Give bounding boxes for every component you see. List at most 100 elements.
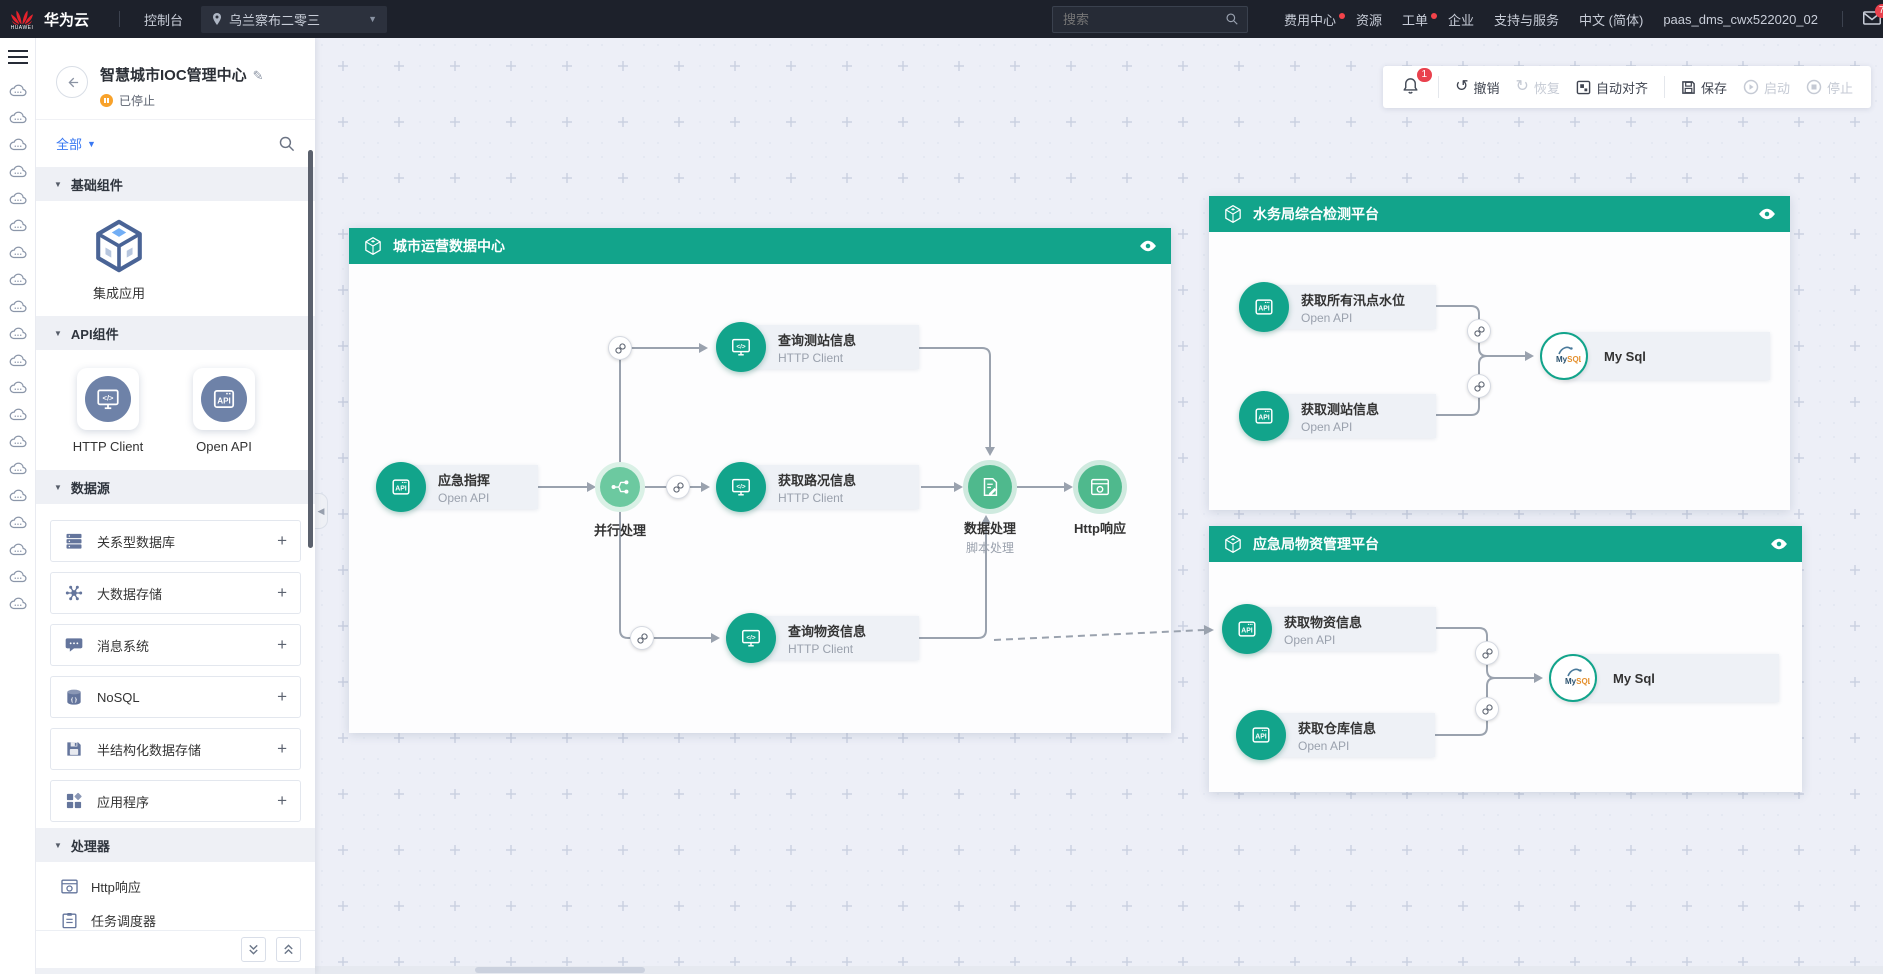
menu-resources[interactable]: 资源 <box>1355 12 1382 28</box>
nav-icon-13[interactable] <box>8 406 28 422</box>
menu-support[interactable]: 支持与服务 <box>1494 12 1560 28</box>
nav-icon-20[interactable] <box>8 595 28 611</box>
nav-icon-15[interactable] <box>8 460 28 476</box>
filter-all-dropdown[interactable]: 全部 <box>56 137 83 152</box>
scroll-palette-down-button[interactable] <box>241 937 266 962</box>
edge-link-icon[interactable] <box>1467 374 1491 398</box>
datasource-nosql[interactable]: { } NoSQL+ <box>50 676 301 718</box>
scroll-palette-up-button[interactable] <box>276 937 301 962</box>
add-icon[interactable]: + <box>277 687 287 706</box>
edge-link-icon[interactable] <box>666 475 690 499</box>
add-icon[interactable]: + <box>277 791 287 810</box>
panel-scrollbar[interactable] <box>308 150 313 548</box>
nav-icon-6[interactable] <box>8 217 28 233</box>
panel-search-button[interactable] <box>278 135 295 152</box>
nav-icon-7[interactable] <box>8 244 28 260</box>
undo-button[interactable]: ↺撤销 <box>1455 78 1500 96</box>
palette-item-integration-app[interactable]: 集成应用 <box>64 217 174 302</box>
region-selector[interactable]: 乌兰察布二零三 ▼ <box>201 5 388 33</box>
redo-button[interactable]: ↻恢复 <box>1515 78 1560 96</box>
datasource-message-system[interactable]: 消息系统+ <box>50 624 301 666</box>
nav-icon-3[interactable] <box>8 136 28 152</box>
edit-title-icon[interactable]: ✎ <box>252 68 264 83</box>
datasource-bigdata[interactable]: 大数据存储+ <box>50 572 301 614</box>
node-mysql[interactable]: My Sql MySQL <box>1540 332 1770 380</box>
node-data-process-script[interactable]: 数据处理脚本处理 <box>964 465 1016 555</box>
section-api-components[interactable]: ▼API组件 <box>36 316 315 350</box>
node-mysql[interactable]: My Sql MySQL <box>1549 654 1779 702</box>
edge-link-icon[interactable] <box>1475 697 1499 721</box>
datasource-relational-db[interactable]: 关系型数据库+ <box>50 520 301 562</box>
nav-icon-5[interactable] <box>8 190 28 206</box>
nav-icon-10[interactable] <box>8 325 28 341</box>
edge-link-icon[interactable] <box>630 626 654 650</box>
add-icon[interactable]: + <box>277 583 287 602</box>
flow-group-city-data-center[interactable]: 城市运营数据中心 <box>349 228 1171 733</box>
node-parallel-process[interactable]: 并行处理 <box>594 467 646 538</box>
palette-item-open-api[interactable]: API Open API <box>178 368 270 454</box>
menu-tickets[interactable]: 工单 <box>1392 10 1438 29</box>
flow-canvas[interactable]: ◀ 1 ↺撤销 ↻恢复 自动对齐 保存 启动 停止 城市运营数据中心 <box>315 38 1883 974</box>
nav-icon-1[interactable] <box>8 82 28 98</box>
section-processors[interactable]: ▼处理器 <box>36 828 315 862</box>
start-button[interactable]: 启动 <box>1743 78 1790 97</box>
global-search[interactable] <box>1051 5 1248 33</box>
add-icon[interactable]: + <box>277 635 287 654</box>
menu-enterprise[interactable]: 企业 <box>1448 12 1475 28</box>
edge-link-icon[interactable] <box>1467 319 1491 343</box>
processor-task-scheduler[interactable]: 任务调度器 <box>60 911 315 930</box>
nav-icon-19[interactable] <box>8 568 28 584</box>
eye-icon[interactable] <box>1770 537 1788 551</box>
eye-icon[interactable] <box>1139 239 1157 253</box>
messages-button[interactable]: 71 <box>1863 3 1883 28</box>
node-http-response[interactable]: Http响应 <box>1074 465 1126 536</box>
menu-language[interactable]: 中文 (简体) <box>1579 12 1644 28</box>
collapse-panel-button[interactable]: ◀ <box>315 493 328 529</box>
processor-http-response[interactable]: Http响应 <box>60 877 315 896</box>
scrollbar-thumb[interactable] <box>475 967 645 973</box>
add-icon[interactable]: + <box>277 739 287 758</box>
auto-align-button[interactable]: 自动对齐 <box>1576 78 1648 97</box>
notifications-button[interactable]: 1 <box>1401 67 1433 99</box>
palette-item-http-client[interactable]: </> HTTP Client <box>62 368 154 454</box>
nav-icon-8[interactable] <box>8 271 28 287</box>
datasource-application[interactable]: 应用程序+ <box>50 780 301 822</box>
add-icon[interactable]: + <box>277 531 287 550</box>
datasource-semistructured[interactable]: 半结构化数据存储+ <box>50 728 301 770</box>
svg-text:</>: </> <box>736 483 746 490</box>
edge-link-icon[interactable] <box>608 336 632 360</box>
nav-icon-11[interactable] <box>8 352 28 368</box>
section-datasources[interactable]: ▼数据源 <box>36 470 315 504</box>
nav-icon-18[interactable] <box>8 541 28 557</box>
nav-icon-16[interactable] <box>8 487 28 503</box>
canvas-horizontal-scrollbar[interactable] <box>315 966 1883 974</box>
search-input[interactable] <box>1060 10 1225 28</box>
menu-billing[interactable]: 费用中心 <box>1274 10 1346 29</box>
account-name[interactable]: paas_dms_cwx522020_02 <box>1663 11 1818 27</box>
nav-icon-17[interactable] <box>8 514 28 530</box>
eye-icon[interactable] <box>1758 207 1776 221</box>
nav-icon-14[interactable] <box>8 433 28 449</box>
collapse-triangle-icon: ▼ <box>54 328 62 338</box>
stop-button[interactable]: 停止 <box>1806 78 1853 97</box>
nav-icon-9[interactable] <box>8 298 28 314</box>
hamburger-menu-icon[interactable] <box>7 50 28 64</box>
nav-icon-4[interactable] <box>8 163 28 179</box>
console-link[interactable]: 控制台 <box>144 12 184 28</box>
save-button[interactable]: 保存 <box>1681 78 1727 97</box>
nav-icon-2[interactable] <box>8 109 28 125</box>
back-button[interactable] <box>56 66 88 98</box>
section-basic-components[interactable]: ▼基础组件 <box>36 167 315 201</box>
edge-link-icon[interactable] <box>1475 641 1499 665</box>
nav-icon-12[interactable] <box>8 379 28 395</box>
